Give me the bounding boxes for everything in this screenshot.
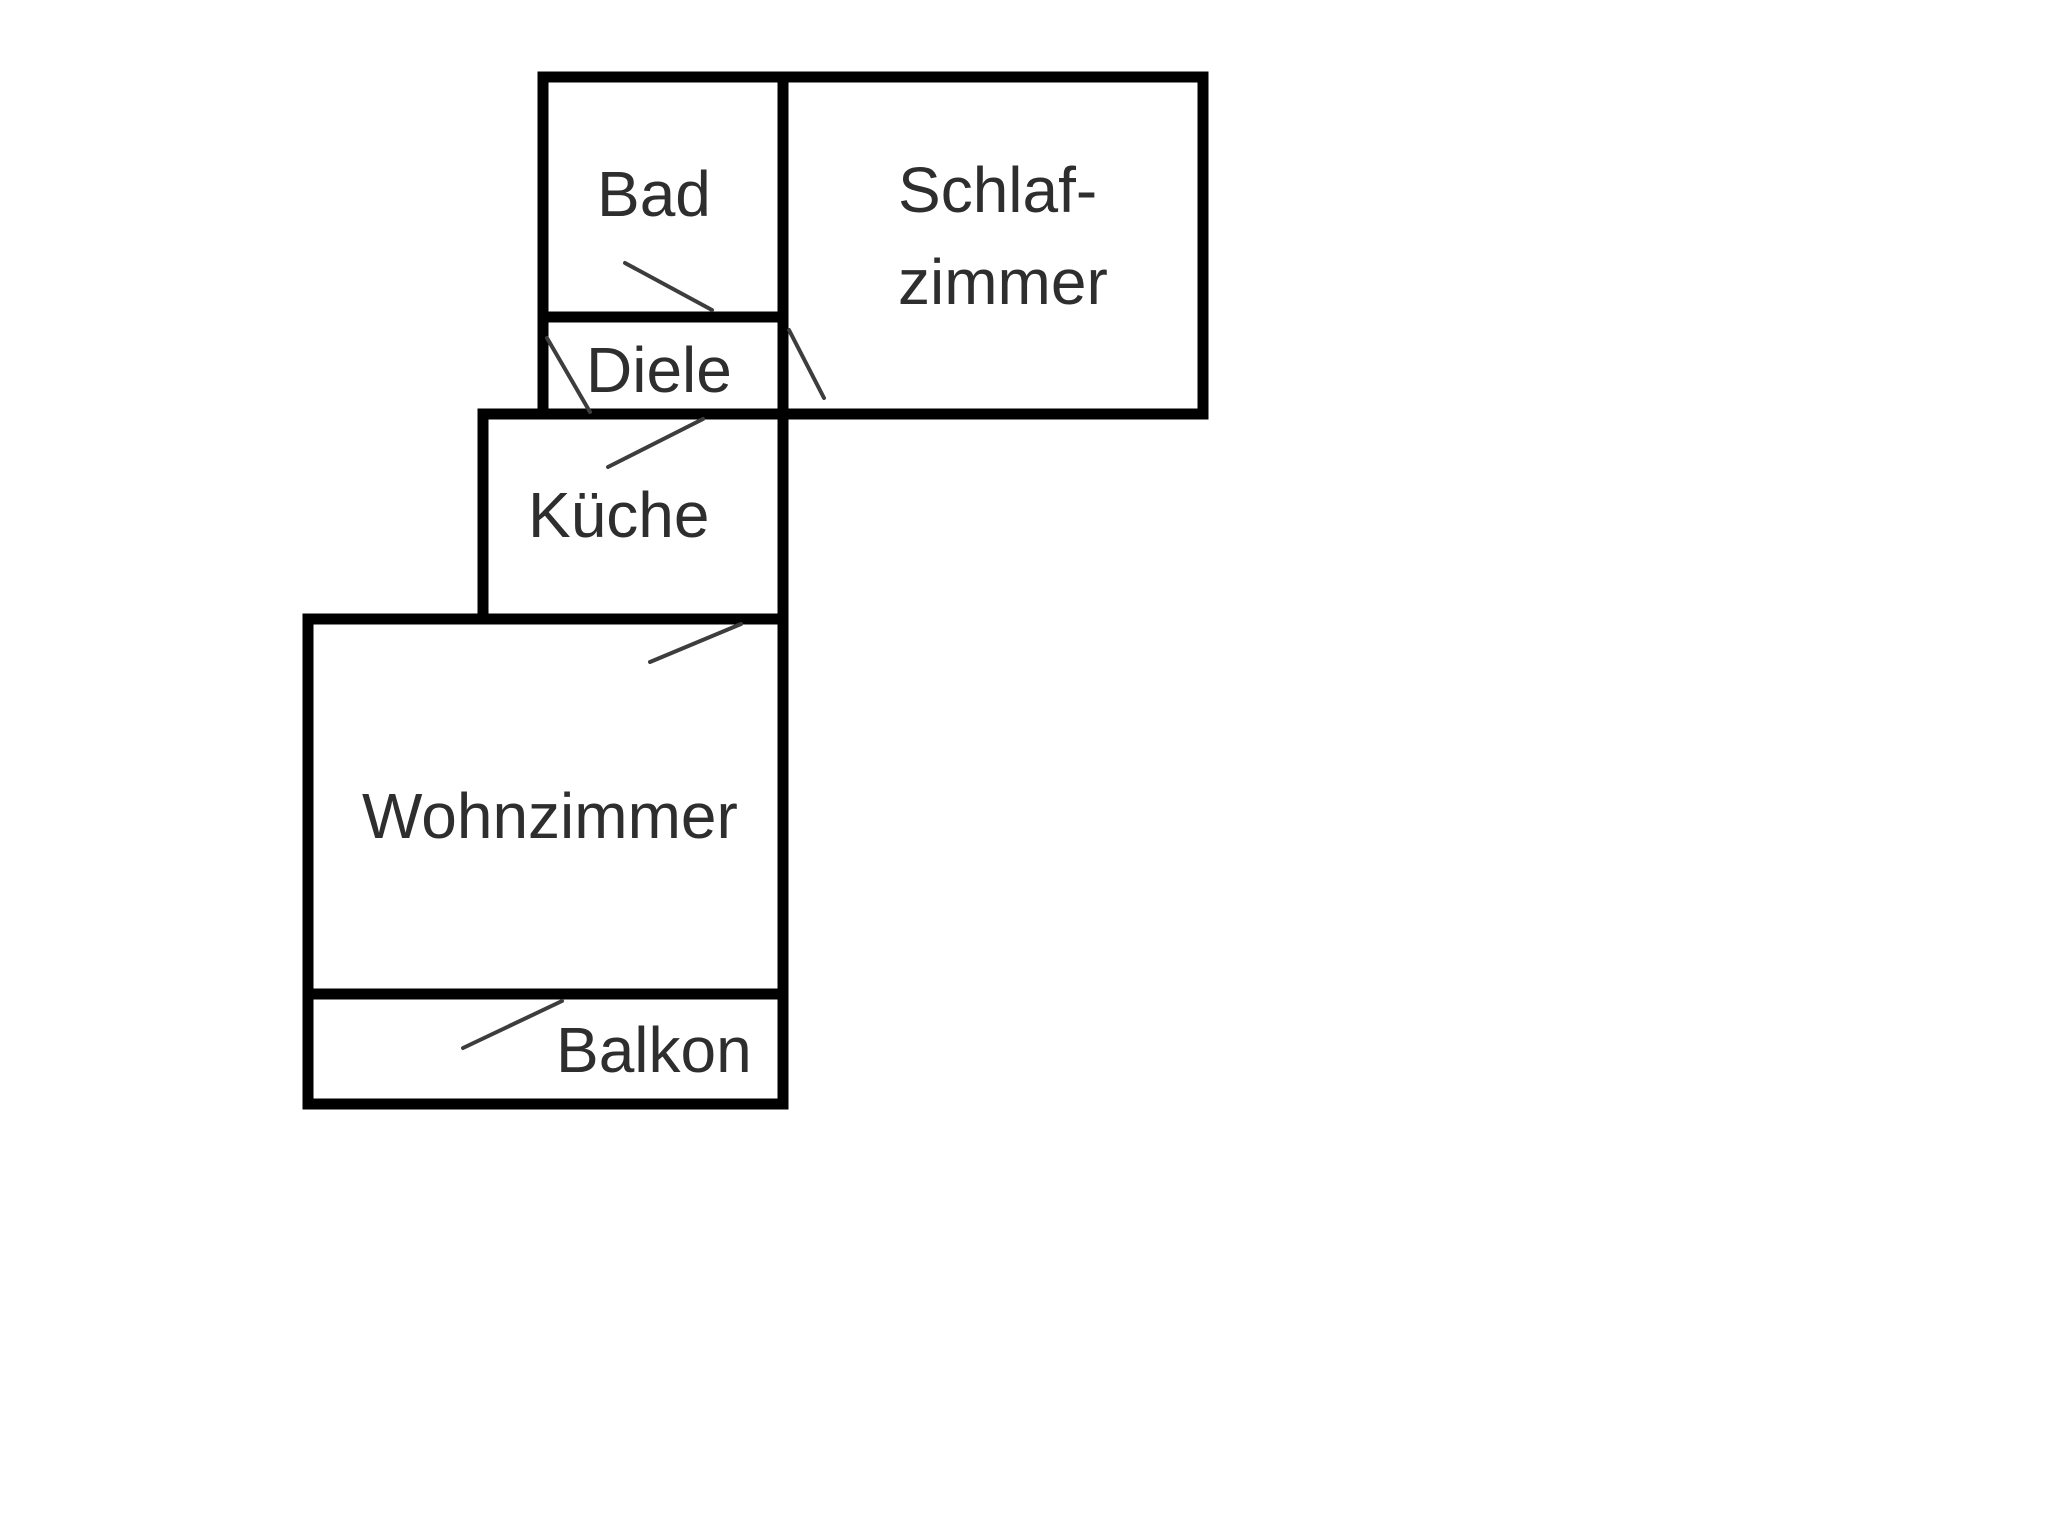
door-kueche-line [606, 417, 705, 469]
room-diele-label: Diele [586, 334, 732, 406]
room-kueche-outline [477, 408, 789, 625]
room-schlafzimmer-outline [777, 71, 1209, 420]
door-wohnzimmer-line [648, 622, 743, 664]
door-diele-left-line [545, 336, 592, 414]
room-balkon-outline [302, 988, 789, 1110]
door-balkon-line [461, 999, 564, 1050]
room-bad-label: Bad [597, 158, 711, 230]
room-schlafzimmer-label-line1: Schlaf- [898, 154, 1097, 226]
room-schlafzimmer-label-line2: zimmer [898, 246, 1108, 318]
door-bad-line [623, 261, 714, 312]
room-kueche-label: Küche [528, 479, 709, 551]
room-wohnzimmer-label: Wohnzimmer [362, 780, 738, 852]
room-balkon-label: Balkon [556, 1014, 752, 1086]
door-schlafzimmer-line [787, 328, 826, 400]
